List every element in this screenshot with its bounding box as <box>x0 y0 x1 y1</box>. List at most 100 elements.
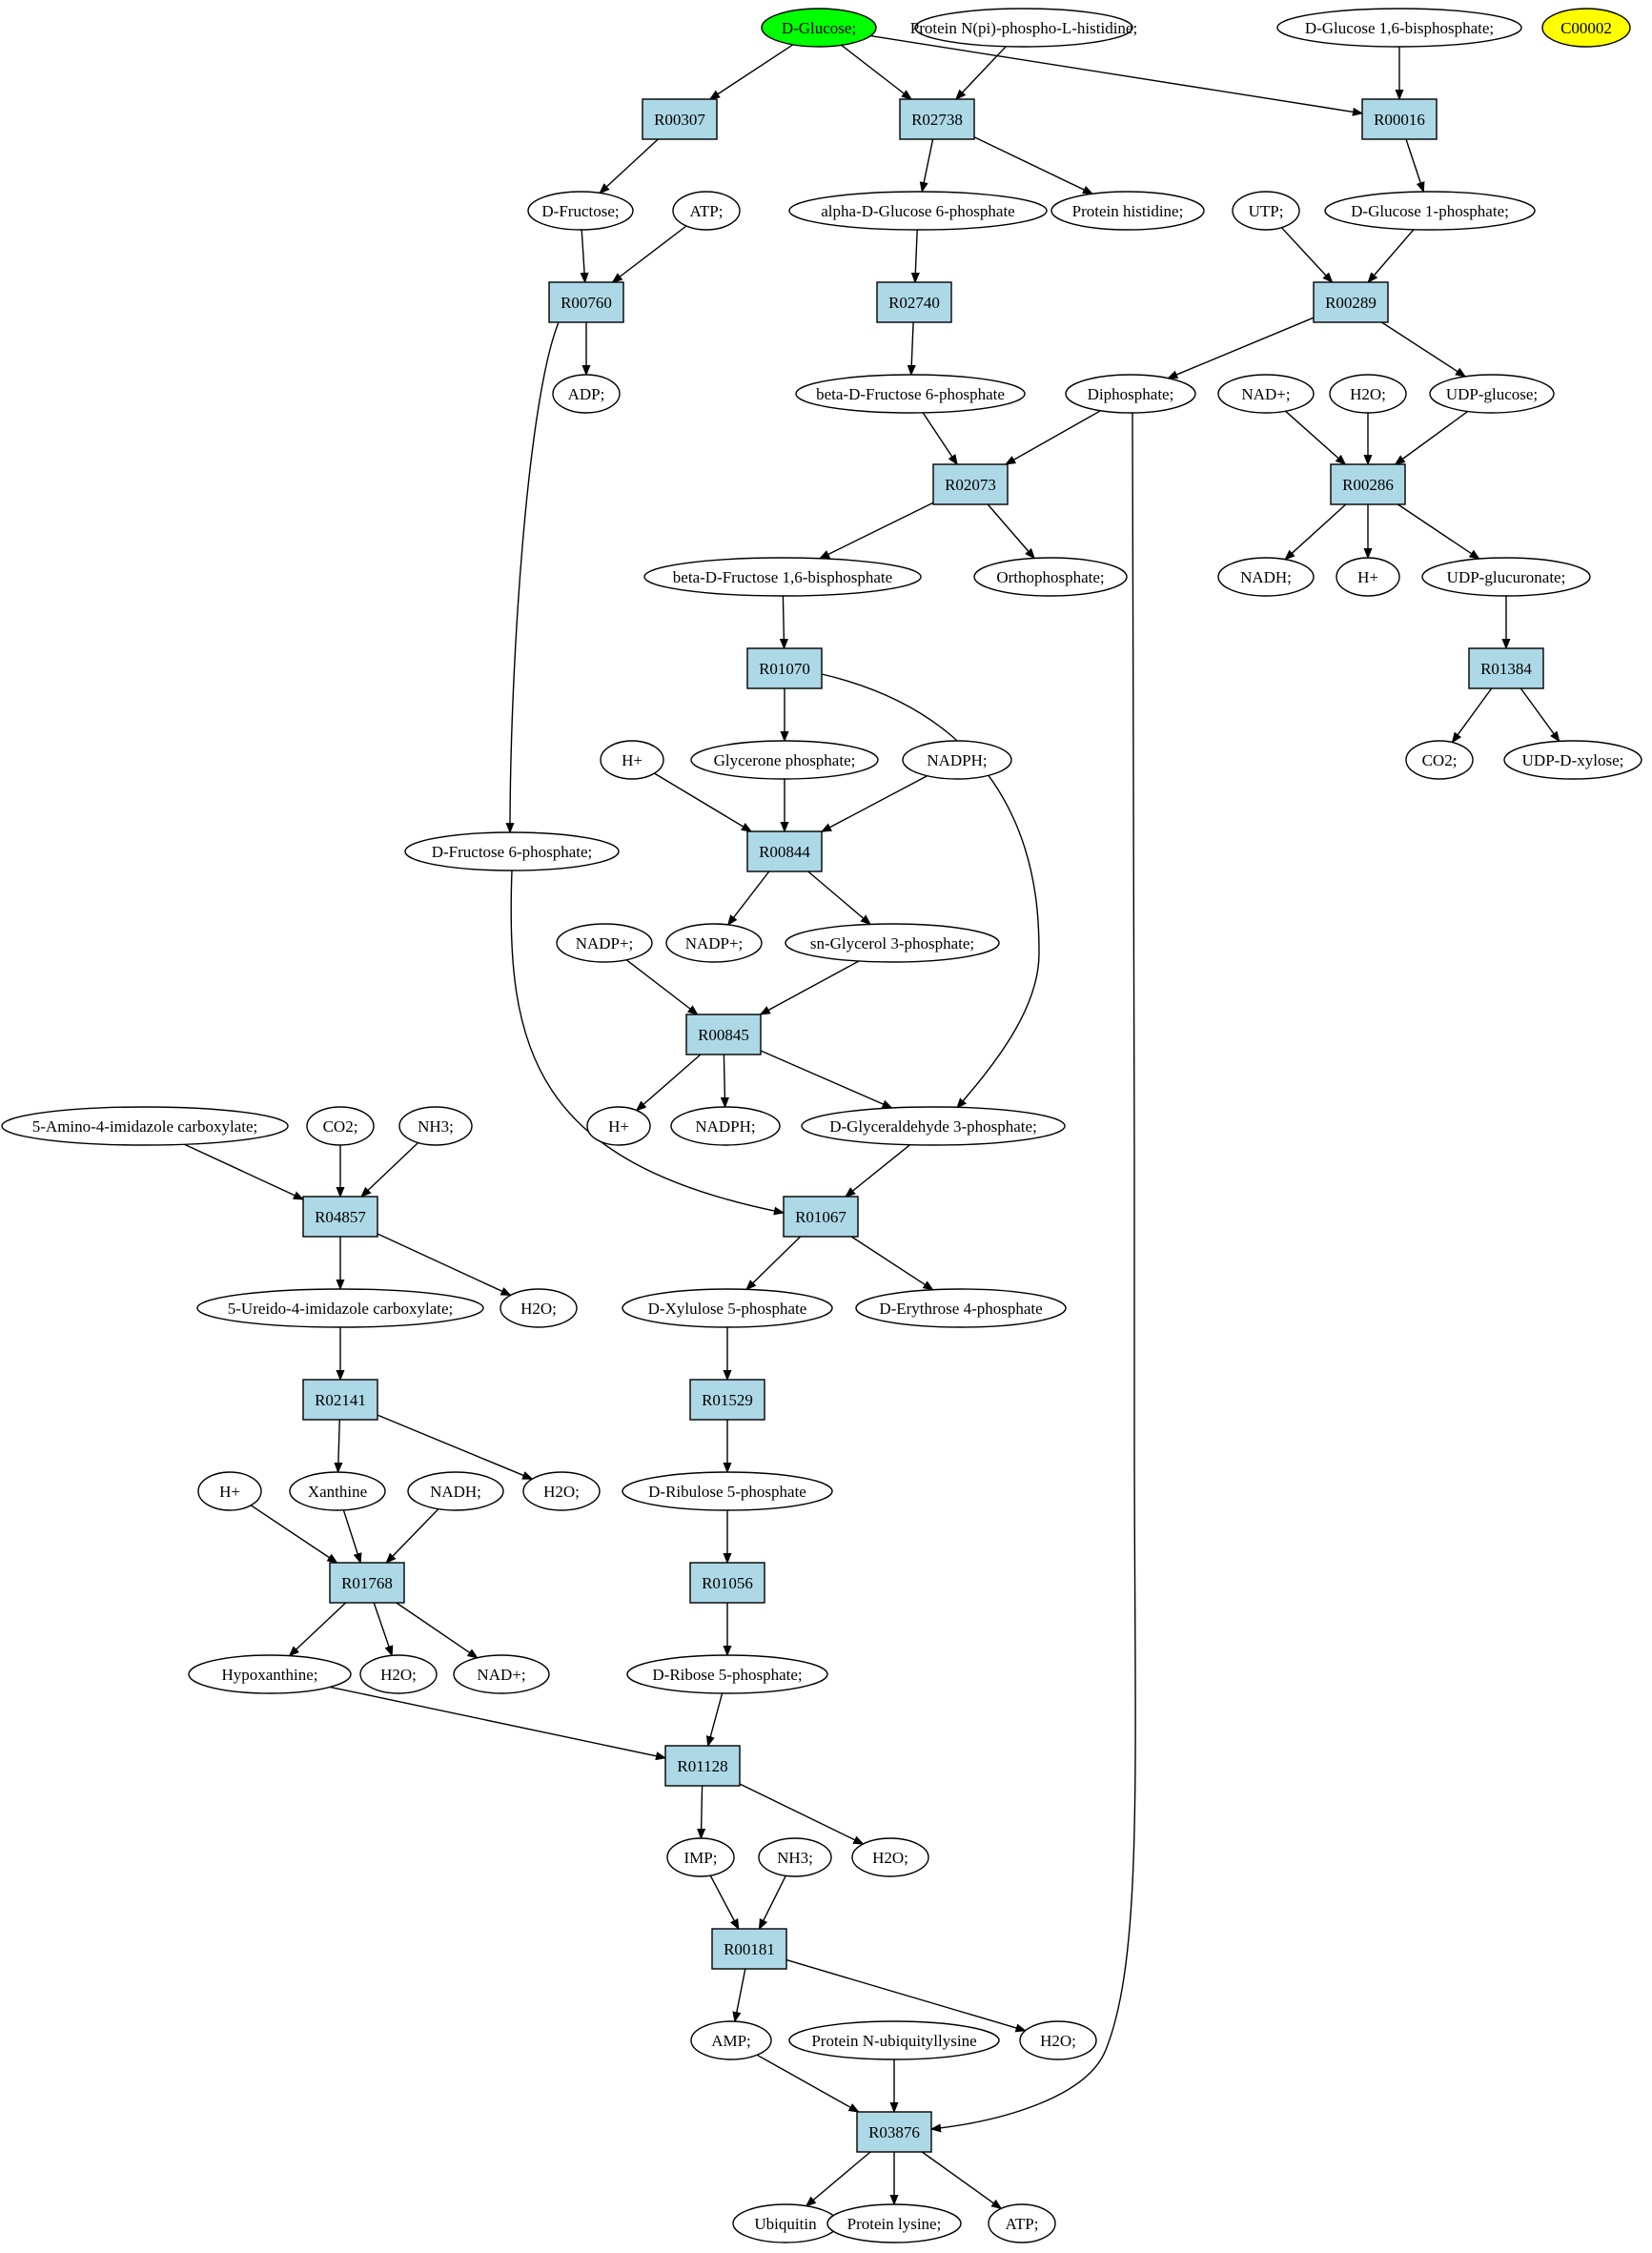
reaction-node-R00181: R00181 <box>711 1928 787 1970</box>
compound-node-orthophos: Orthophosphate; <box>973 557 1128 597</box>
edge-R04857-to-h2o2 <box>377 1233 511 1297</box>
compound-ellipse <box>398 1106 473 1146</box>
reaction-node-R04857: R04857 <box>302 1196 378 1238</box>
nodes-layer: D-Glucose; Protein N(pi)-phospho-L-histid… <box>1 8 1642 2243</box>
compound-ellipse <box>407 1471 504 1511</box>
compound-ellipse <box>556 923 653 963</box>
compound-ellipse <box>670 1106 781 1146</box>
node-label: R00016 <box>1374 111 1425 129</box>
compound-node-ag6p: alpha-D-Glucose 6-phosphate <box>788 191 1048 231</box>
reaction-node-R00289: R00289 <box>1313 281 1389 323</box>
edge-glucose-to-R00016 <box>870 34 1362 113</box>
compound-node-hplus4: H+ <box>197 1471 262 1511</box>
compound-node-nad1: NAD+; <box>1217 374 1315 414</box>
node-label: NADH; <box>430 1483 481 1501</box>
edge-R01070-to-dg3p <box>821 673 1040 1108</box>
reaction-box <box>689 1379 765 1421</box>
compound-node-utp: UTP; <box>1232 191 1300 231</box>
compound-node-nadph1: NADPH; <box>902 740 1012 780</box>
edge-nadph1-to-R00844 <box>822 775 928 832</box>
compound-node-diphos: Diphosphate; <box>1065 374 1196 414</box>
node-label: D-Glucose 1-phosphate; <box>1351 202 1509 220</box>
compound-node-atp2: ATP; <box>988 2203 1056 2243</box>
edge-R01128-to-h2o5 <box>739 1783 863 1845</box>
reaction-box <box>548 281 624 323</box>
edge-R00844-to-nadpA <box>728 870 770 925</box>
edge-protnpi-to-R02738 <box>956 46 1007 99</box>
compound-ellipse <box>500 1288 578 1328</box>
compound-ellipse <box>758 1837 832 1877</box>
node-label: R01067 <box>795 1208 846 1226</box>
edge-g1p-to-R00289 <box>1368 229 1415 282</box>
reaction-node-R00845: R00845 <box>685 1014 762 1055</box>
compound-node-xu5p: D-Xylulose 5-phosphate <box>622 1288 833 1328</box>
reaction-node-R02740: R02740 <box>876 281 952 323</box>
compound-node-nad2: NAD+; <box>453 1654 550 1694</box>
reaction-node-R01529: R01529 <box>689 1379 765 1421</box>
reaction-box <box>1330 463 1406 505</box>
node-label: R00844 <box>759 843 810 861</box>
edge-sng3p-to-R00845 <box>761 960 860 1014</box>
node-label: D-Glucose 1,6-bisphosphate; <box>1305 19 1494 37</box>
compound-node-udpglcA: UDP-glucuronate; <box>1421 557 1591 597</box>
node-label: Hypoxanthine; <box>221 1666 317 1684</box>
compound-ellipse <box>196 1288 484 1328</box>
node-label: H+ <box>622 751 642 769</box>
compound-ellipse <box>801 1106 1066 1146</box>
compound-ellipse <box>690 740 879 780</box>
compound-node-nh3a: NH3; <box>398 1106 473 1146</box>
edge-atp1-to-R00760 <box>613 225 687 282</box>
edge-R01768-to-h2o4 <box>373 1602 392 1655</box>
node-label: Protein N(pi)-phospho-L-histidine; <box>910 19 1137 37</box>
compound-node-f6p: D-Fructose 6-phosphate; <box>404 831 620 871</box>
node-label: 5-Amino-4-imidazole carboxylate; <box>32 1117 258 1136</box>
compound-node-c00002: C00002 <box>1541 8 1631 48</box>
compound-ellipse <box>359 1654 438 1694</box>
compound-node-adp: ADP; <box>552 374 621 414</box>
compound-node-xanthine: Xanthine <box>289 1471 386 1511</box>
reaction-box <box>329 1562 405 1604</box>
edge-fructose-to-R00760 <box>581 229 585 282</box>
compound-ellipse <box>851 1837 929 1877</box>
reaction-box <box>899 98 975 140</box>
compound-ellipse <box>643 557 922 597</box>
compound-node-udpxyl: UDP-D-xylose; <box>1503 740 1642 780</box>
reaction-box <box>1313 281 1389 323</box>
compound-node-hplus1: H+ <box>1336 557 1400 597</box>
reaction-node-R02738: R02738 <box>899 98 975 140</box>
node-label: D-Xylulose 5-phosphate <box>648 1300 807 1318</box>
node-label: R04857 <box>315 1208 366 1226</box>
node-label: UTP; <box>1249 202 1284 220</box>
reaction-node-R02073: R02073 <box>932 463 1009 505</box>
node-label: R00289 <box>1325 294 1377 312</box>
compound-node-co2a: CO2; <box>1405 740 1474 780</box>
node-label: NADPH; <box>695 1117 755 1136</box>
node-label: D-Ribose 5-phosphate; <box>652 1666 802 1684</box>
node-label: R01128 <box>677 1757 727 1775</box>
edge-R00286-to-udpglcA <box>1397 503 1479 559</box>
edges-layer <box>184 34 1560 2209</box>
node-label: 5-Ureido-4-imidazole carboxylate; <box>228 1300 453 1318</box>
compound-ellipse <box>1429 374 1555 414</box>
reaction-box <box>1361 98 1438 140</box>
reaction-box <box>689 1562 765 1604</box>
compound-node-glucose: D-Glucose; <box>761 8 877 48</box>
node-label: H2O; <box>872 1849 908 1867</box>
compound-node-e4p: D-Erythrose 4-phosphate <box>855 1288 1067 1328</box>
edge-R01384-to-co2a <box>1453 687 1493 743</box>
compound-ellipse <box>1541 8 1631 48</box>
compound-ellipse <box>306 1106 375 1146</box>
compound-node-h2o5: H2O; <box>851 1837 929 1877</box>
compound-node-g16bp: D-Glucose 1,6-bisphosphate; <box>1276 8 1522 48</box>
edge-R02141-to-xanthine <box>338 1419 340 1472</box>
node-label: CO2; <box>323 1117 358 1136</box>
compound-node-nadpB: NADP+; <box>556 923 653 963</box>
node-label: D-Fructose; <box>541 202 619 220</box>
edge-R02073-to-orthophos <box>987 503 1034 559</box>
edge-amp-to-R03876 <box>756 2054 858 2112</box>
reaction-box <box>746 647 823 689</box>
compound-ellipse <box>902 740 1012 780</box>
node-label: Xanthine <box>308 1483 367 1501</box>
